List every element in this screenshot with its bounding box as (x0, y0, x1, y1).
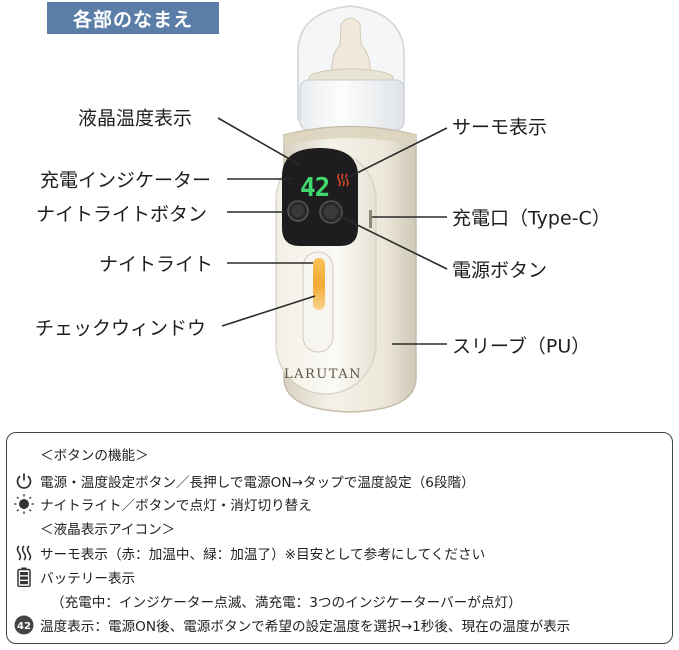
lcd-digits: 42 (300, 173, 329, 203)
thermo-icon (12, 542, 36, 564)
battery-row: バッテリー表示 (7, 566, 672, 588)
charge-port (369, 210, 372, 228)
light-description: ナイトライト／ボタンで点灯・消灯切り替え (40, 498, 312, 514)
label-thermo: サーモ表示 (452, 116, 548, 139)
label-charge-indicator: 充電インジケーター (40, 169, 212, 192)
label-charge-port: 充電口（Type-C） (452, 207, 611, 230)
temp-description: 温度表示：電源ON後、電源ボタンで希望の設定温度を選択→1秒後、現在の温度が表示 (40, 619, 571, 635)
power-description: 電源・温度設定ボタン／長押しで電源ON→タップで温度設定（6段階） (40, 475, 475, 491)
battery-detail-row: （充電中：インジケーター点滅、満充電：3つのインジケーターバーが点灯） (7, 590, 672, 612)
battery-description: バッテリー表示 (40, 571, 136, 587)
thermo-row: サーモ表示（赤：加温中、緑：加温了）※目安として参考にしてください (7, 542, 672, 564)
brand-logo: LARUTAN (284, 367, 362, 382)
label-sleeve: スリーブ（PU） (452, 335, 591, 358)
label-lcd: 液晶温度表示 (78, 107, 193, 130)
battery-detail: （充電中：インジケーター点滅、満充電：3つのインジケーターバーが点灯） (51, 595, 522, 611)
power-row: 電源・温度設定ボタン／長押しで電源ON→タップで温度設定（6段階） (7, 470, 672, 492)
lcd-heading-row: ＜液晶表示アイコン＞ (7, 517, 672, 539)
product-illustration: 42 LARUTAN (217, 5, 448, 413)
button-heading-row: ＜ボタンの機能＞ (7, 443, 672, 465)
svg-text:42: 42 (17, 621, 31, 632)
temp-row: 42 温度表示：電源ON後、電源ボタンで希望の設定温度を選択→1秒後、現在の温度… (7, 614, 672, 636)
leader-lines (217, 117, 448, 345)
control-face (282, 148, 358, 246)
thermo-description: サーモ表示（赤：加温中、緑：加温了）※目安として参考にしてください (40, 547, 486, 563)
label-night-light: ナイトライト (99, 253, 214, 276)
label-check-window: チェックウィンドウ (35, 317, 207, 340)
power-icon (12, 470, 36, 492)
lcd-heading: ＜液晶表示アイコン＞ (40, 522, 176, 538)
section-title: 各部のなまえ (47, 2, 219, 34)
temperature-icon: 42 (12, 614, 36, 636)
bottle-collar (299, 79, 405, 131)
label-night-light-button: ナイトライトボタン (36, 203, 208, 226)
light-row: ナイトライト／ボタンで点灯・消灯切り替え (7, 493, 672, 515)
label-power-button: 電源ボタン (452, 259, 548, 282)
night-light-icon (12, 493, 36, 515)
info-panel: ＜ボタンの機能＞ 電源・温度設定ボタン／長押しで電源ON→タップで温度設定（6段… (6, 432, 673, 644)
night-light-glow (313, 258, 325, 310)
button-heading: ＜ボタンの機能＞ (40, 448, 149, 464)
battery-icon (12, 566, 36, 588)
